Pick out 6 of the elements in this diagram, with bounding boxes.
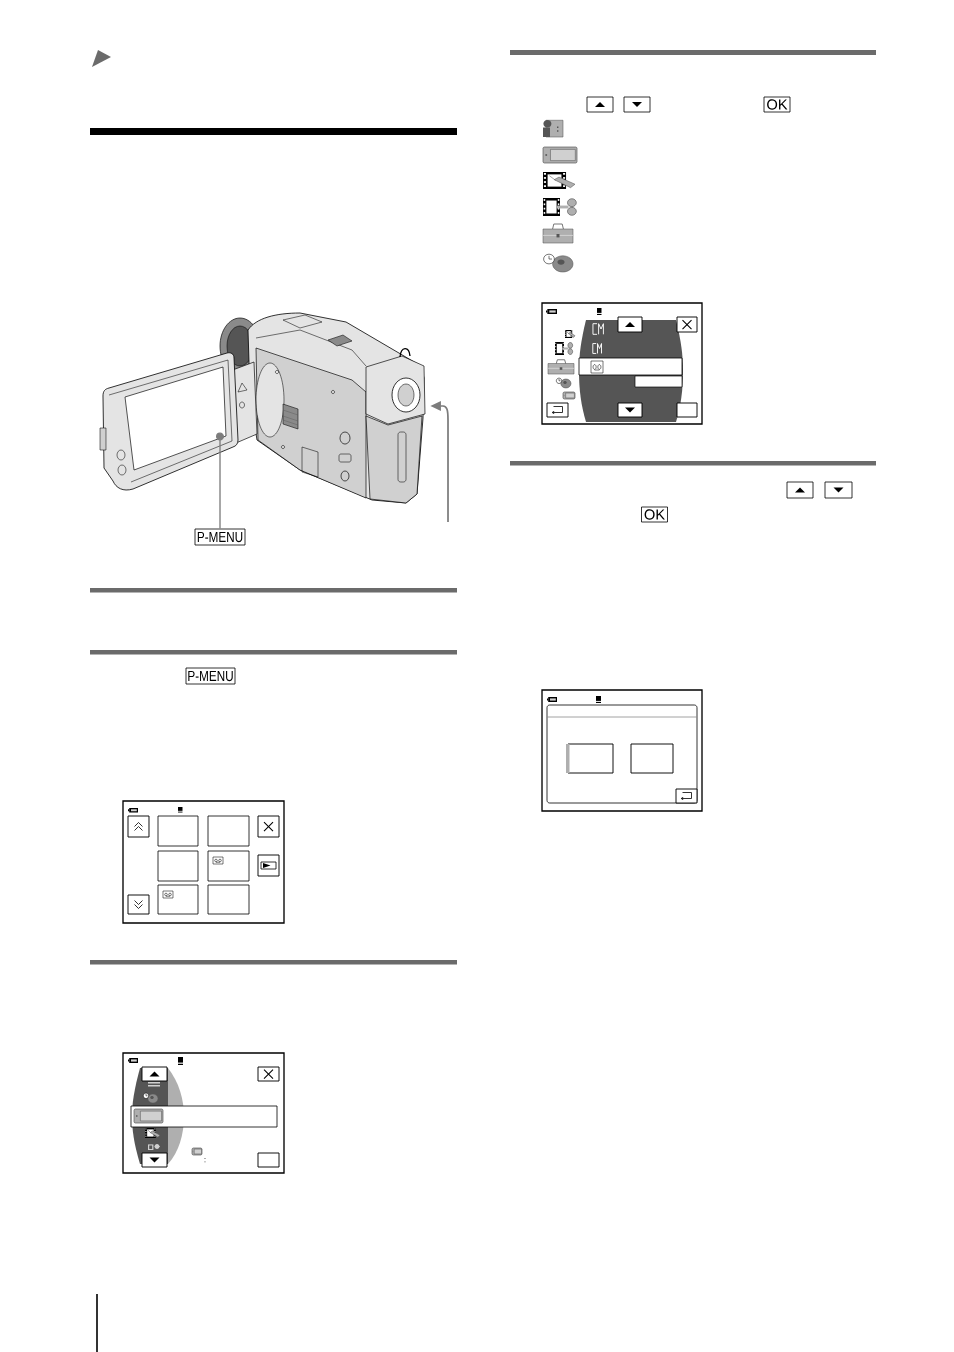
p-menu-button: P-MENU	[194, 528, 246, 546]
leader-line	[216, 432, 224, 530]
p-menu-button: P-MENU	[185, 667, 236, 685]
lcd-screen	[124, 366, 227, 471]
ok-button: OK	[763, 96, 791, 113]
ok-button: OK	[641, 506, 668, 523]
